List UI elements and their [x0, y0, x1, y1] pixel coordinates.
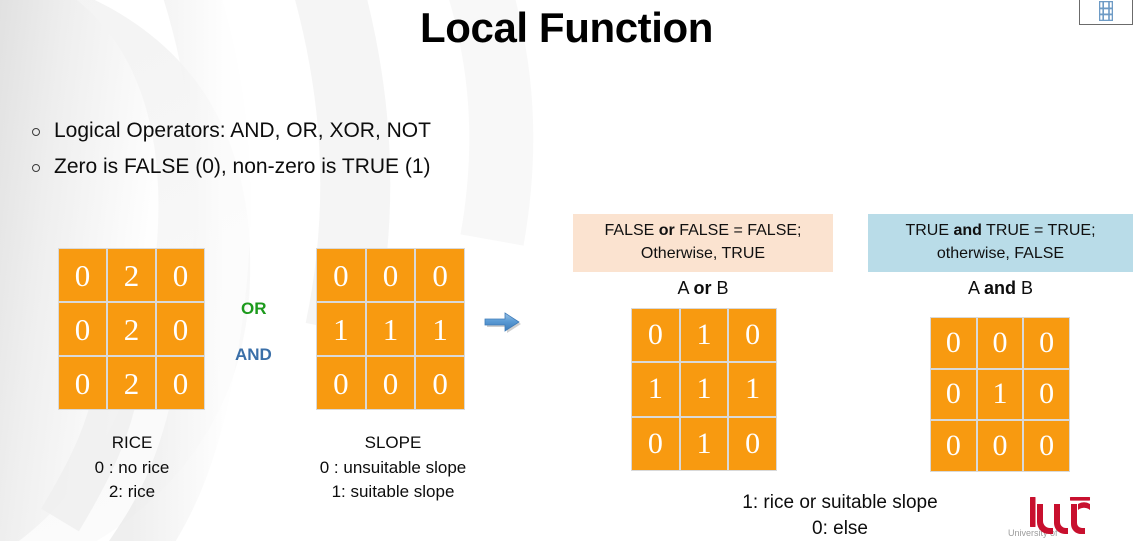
matrix-cell: 0 [931, 318, 976, 368]
matrix-cell: 0 [1024, 421, 1069, 471]
matrix-cell: 1 [632, 363, 679, 416]
matrix-cell: 0 [317, 357, 365, 409]
matrix-cell: 2 [108, 357, 155, 409]
matrix-cell: 0 [59, 303, 106, 355]
or-rule-operator: or [658, 222, 675, 239]
film-strip-icon [1099, 1, 1113, 21]
or-rule-banner: FALSE or FALSE = FALSE; Otherwise, TRUE [573, 214, 833, 273]
and-expr-post: B [1016, 278, 1034, 298]
matrix-cell: 2 [108, 303, 155, 355]
result-caption-line1: 1: rice or suitable slope [742, 492, 938, 513]
and-rule-line1: TRUE and TRUE = TRUE; [876, 220, 1125, 243]
slope-caption: SLOPE 0 : unsuitable slope 1: suitable s… [288, 431, 498, 505]
or-expr-operator: or [693, 278, 712, 298]
matrix-cell: 0 [366, 249, 415, 301]
or-expression-label: A or B [573, 278, 833, 299]
matrix-cell: 0 [157, 249, 204, 301]
matrix-cell: 0 [729, 309, 776, 362]
matrix-cell: 1 [729, 363, 776, 416]
rice-caption-title: RICE [111, 433, 153, 452]
and-expr-operator: and [983, 278, 1016, 298]
matrix-cell: 0 [1024, 318, 1069, 368]
bullet-list: Logical Operators: AND, OR, XOR, NOT Zer… [18, 113, 431, 185]
matrix-cell: 0 [632, 309, 679, 362]
list-item: Logical Operators: AND, OR, XOR, NOT [18, 113, 431, 149]
slope-legend-line: 1: suitable slope [331, 482, 455, 502]
and-rule-line2: otherwise, FALSE [936, 244, 1065, 262]
flow-arrow [482, 309, 524, 335]
or-rule-post: FALSE = FALSE; [674, 222, 802, 239]
matrix-cell: 0 [157, 303, 204, 355]
page-title: Local Function [419, 4, 714, 51]
or-rule-pre: FALSE [604, 222, 659, 239]
bullet-circle-icon [18, 161, 54, 174]
matrix-cell: 2 [108, 249, 155, 301]
bullet-text: Zero is FALSE (0), non-zero is TRUE (1) [54, 155, 431, 178]
matrix-cell: 0 [59, 249, 106, 301]
and-rule-operator: and [953, 222, 982, 239]
operator-label-and: AND [235, 345, 272, 364]
matrix-cell: 0 [977, 421, 1023, 471]
matrix-cell: 0 [317, 249, 365, 301]
and-rule-pre: TRUE [905, 222, 954, 239]
operator-label-or: OR [241, 299, 267, 318]
matrix-cell: 1 [680, 417, 728, 470]
matrix-cell: 1 [680, 363, 728, 416]
and-rule-banner: TRUE and TRUE = TRUE; otherwise, FALSE [868, 214, 1133, 273]
slope-caption-title: SLOPE [364, 433, 422, 452]
matrix-cell: 0 [632, 417, 679, 470]
matrix-cell: 0 [931, 369, 976, 420]
right-arrow-icon [484, 312, 521, 333]
slope-matrix: 0 0 0 1 1 1 0 0 0 [316, 248, 465, 410]
matrix-cell: 0 [366, 357, 415, 409]
or-result-matrix: 0 1 0 1 1 1 0 1 0 [631, 308, 777, 471]
uc-logo [1030, 497, 1090, 534]
list-item: Zero is FALSE (0), non-zero is TRUE (1) [18, 149, 431, 185]
matrix-cell: 0 [729, 417, 776, 470]
rice-matrix: 0 2 0 0 2 0 0 2 0 [58, 248, 205, 410]
matrix-cell: 1 [366, 303, 415, 355]
or-expr-pre: A [677, 278, 694, 298]
media-placeholder-box[interactable] [1079, 0, 1133, 25]
result-caption-line2: 0: else [812, 518, 868, 540]
and-rule-post: TRUE = TRUE; [981, 222, 1096, 239]
and-expr-pre: A [967, 278, 984, 298]
bullet-text: Logical Operators: AND, OR, XOR, NOT [54, 119, 431, 142]
matrix-cell: 0 [1024, 369, 1069, 420]
matrix-cell: 1 [317, 303, 365, 355]
or-rule-line1: FALSE or FALSE = FALSE; [581, 220, 825, 243]
or-expr-post: B [711, 278, 729, 298]
rice-legend-line: 2: rice [108, 482, 156, 502]
or-rule-line2: Otherwise, TRUE [640, 244, 766, 262]
matrix-cell: 0 [157, 357, 204, 409]
matrix-cell: 1 [977, 369, 1023, 420]
result-caption: 1: rice or suitable slope 0: else [650, 490, 1030, 541]
matrix-cell: 0 [416, 357, 464, 409]
and-result-matrix: 0 0 0 0 1 0 0 0 0 [930, 317, 1070, 472]
rice-legend-line: 0 : no rice [94, 457, 170, 477]
matrix-cell: 0 [59, 357, 106, 409]
logo-subtext: University of [1008, 528, 1058, 538]
matrix-cell: 0 [416, 249, 464, 301]
matrix-cell: 0 [931, 421, 976, 471]
and-expression-label: A and B [868, 278, 1133, 299]
matrix-cell: 0 [977, 318, 1023, 368]
slope-legend-line: 0 : unsuitable slope [319, 457, 467, 477]
rice-caption: RICE 0 : no rice 2: rice [32, 431, 232, 505]
matrix-cell: 1 [416, 303, 464, 355]
bullet-circle-icon [18, 125, 54, 138]
matrix-cell: 1 [680, 309, 728, 362]
